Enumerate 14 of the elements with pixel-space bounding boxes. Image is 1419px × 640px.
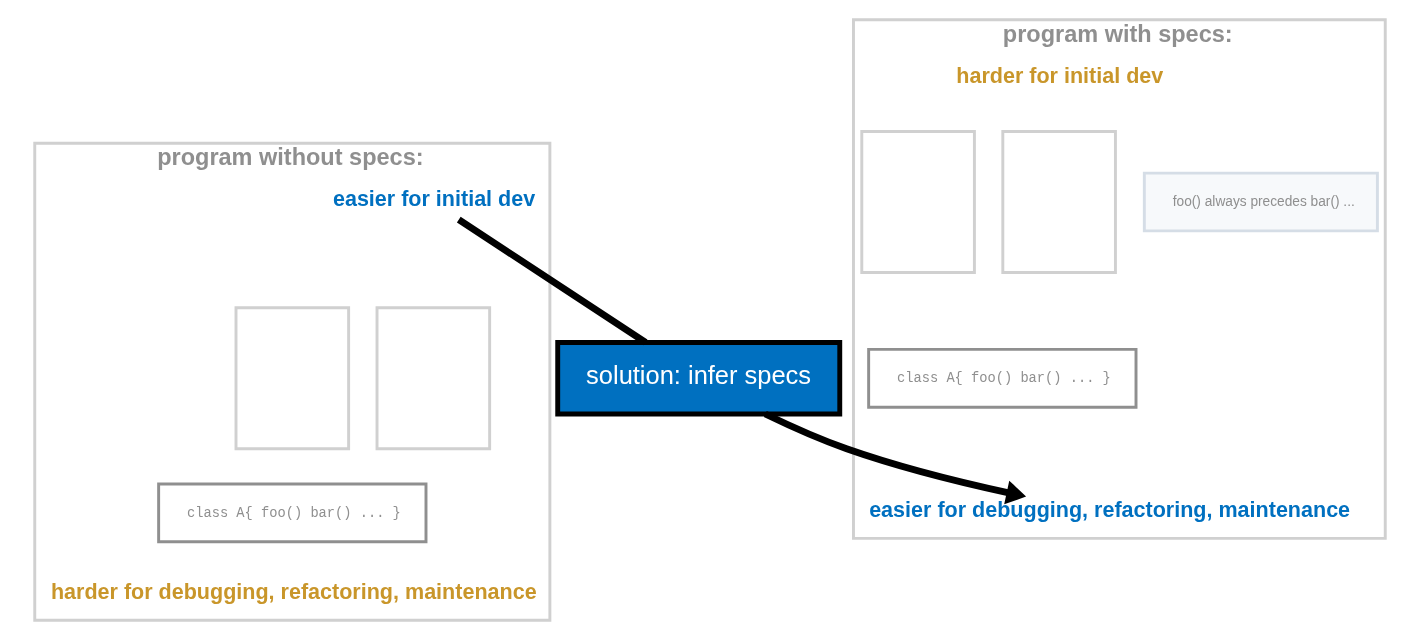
- node-box: [234, 306, 350, 451]
- node-text: easier for debugging, refactoring, maintenance: [868, 498, 1350, 523]
- node-box: class A{ foo() bar() ... }: [866, 347, 1137, 409]
- node-text: harder for initial dev: [955, 64, 1163, 89]
- node-text: easier for initial dev: [332, 187, 535, 212]
- node-box: class A{ foo() bar() ... }: [156, 482, 427, 544]
- node-box: [1000, 130, 1117, 274]
- node-box: [375, 306, 491, 451]
- node-box: foo() always precedes bar() ...: [1142, 171, 1379, 233]
- arrow: [763, 410, 1026, 505]
- node-box: [859, 130, 976, 274]
- connector: [456, 216, 647, 346]
- node-box: solution: infer specs: [554, 340, 842, 417]
- node-text: harder for debugging, refactoring, maintenance: [50, 580, 537, 605]
